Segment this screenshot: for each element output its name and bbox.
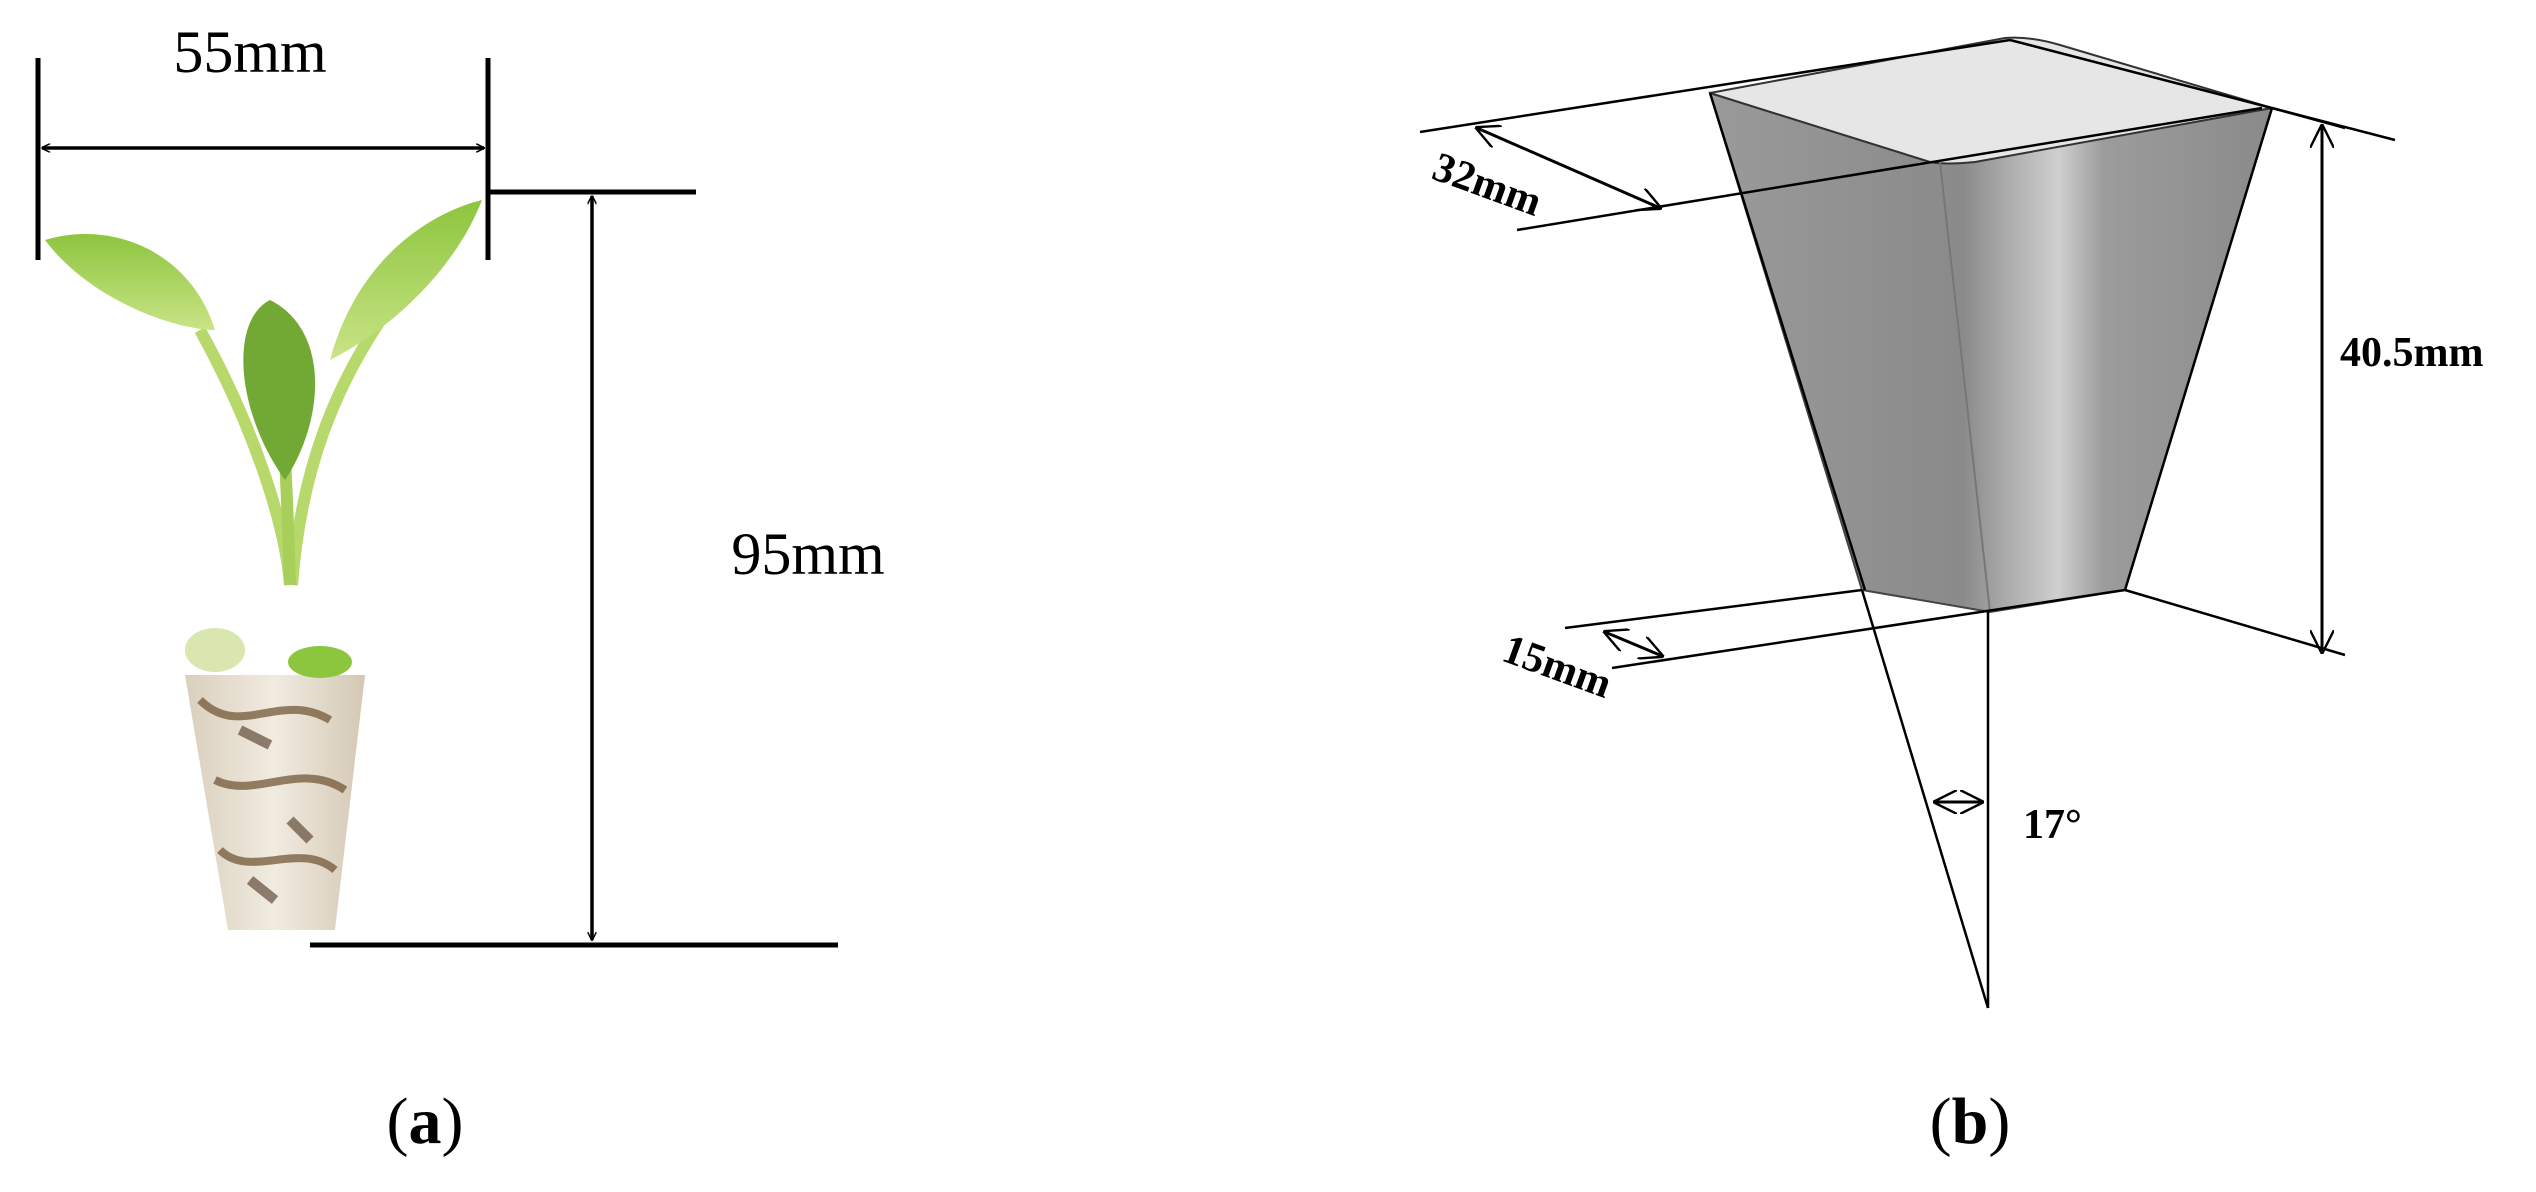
panel-b: 32mm 40.5mm 15mm 17° (b) [1419, 36, 2483, 1158]
width-label: 55mm [173, 19, 326, 85]
seedling-illustration [45, 200, 482, 930]
height-bottom-extension [2124, 588, 2346, 657]
tapered-cup [1708, 36, 2274, 614]
top-back-extension [1419, 38, 2011, 134]
bottom-depth-dimension [1605, 632, 1662, 656]
top-depth-dimension [1477, 128, 1660, 208]
panel-a: 55mm 95mm (a) [35, 19, 885, 1158]
caption-a: (a) [387, 1085, 464, 1158]
top-depth-label: 32mm [1427, 144, 1548, 226]
cup-right-edge [2123, 107, 2274, 591]
bottom-depth-label: 15mm [1497, 626, 1618, 708]
caption-b: (b) [1930, 1085, 2011, 1158]
height-label: 40.5mm [2340, 330, 2483, 376]
bottom-front-extension [1611, 588, 2126, 670]
taper-line [1860, 589, 1990, 1009]
cup-left-edge [1708, 92, 1867, 591]
angle-label: 17° [2023, 802, 2082, 848]
height-label: 95mm [731, 521, 884, 587]
height-top-extension [2271, 106, 2346, 130]
bottom-back-extension [1564, 588, 1863, 630]
